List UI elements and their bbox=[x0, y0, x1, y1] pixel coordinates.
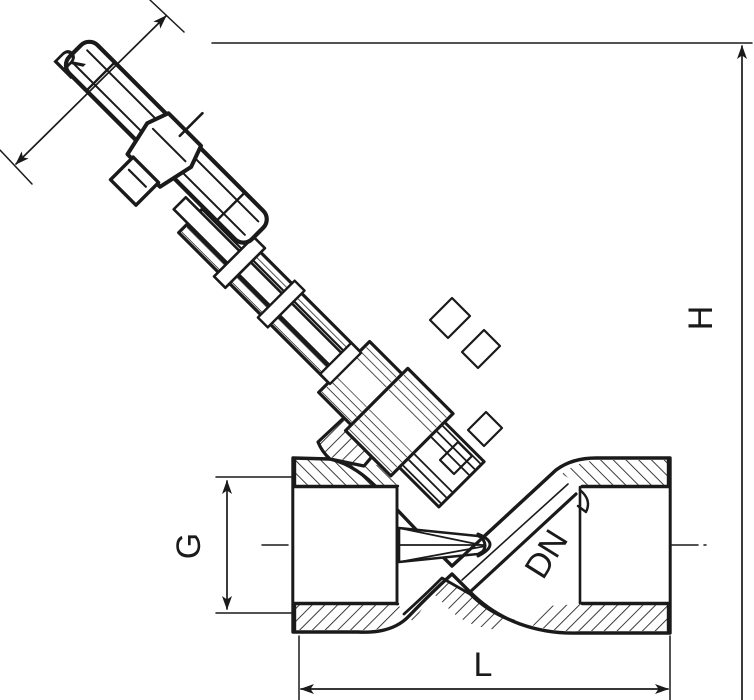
bonnet-thread-shank bbox=[397, 420, 486, 509]
inclined-seat-inner-line bbox=[461, 483, 569, 581]
stem-assembly bbox=[172, 195, 486, 509]
bonnet-hatch-bottom bbox=[348, 409, 413, 474]
left-socket-bore bbox=[291, 485, 399, 605]
bonnet-flange-detail bbox=[428, 296, 502, 370]
handle-set-screw bbox=[127, 168, 147, 188]
handle-end-cap-right bbox=[216, 192, 245, 221]
dimension-label-G: G bbox=[170, 533, 208, 559]
dim-arrow-R bbox=[15, 15, 167, 165]
lock-nut-detail bbox=[438, 410, 504, 476]
left-wall-hatch-bottom-edge bbox=[293, 602, 400, 632]
bonnet-hatch-top bbox=[386, 371, 451, 435]
right-wall-hatch-top-edge bbox=[580, 458, 670, 488]
left-wall-hatch-top-edge bbox=[293, 458, 400, 488]
stem-collar2 bbox=[256, 279, 306, 329]
right-wall-hatch-bottom-edge bbox=[580, 602, 670, 633]
dimension-label-L: L bbox=[474, 646, 493, 684]
gland-nut-hatch-bottom bbox=[321, 376, 367, 423]
seat-shoulder bbox=[576, 488, 590, 514]
handle-boss bbox=[108, 155, 161, 207]
body-throat-hatch bbox=[404, 578, 512, 630]
witness-r-low bbox=[0, 149, 33, 185]
left-wall-hatch-bottom bbox=[295, 604, 404, 631]
left-wall-hatch-top bbox=[295, 459, 398, 486]
right-wall-hatch-top bbox=[562, 460, 668, 486]
right-wall-hatch-bottom bbox=[528, 604, 668, 632]
inclined-seat-wall-lower bbox=[468, 492, 578, 594]
packing-ring bbox=[318, 341, 363, 386]
inclined-seat-wall-upper bbox=[450, 468, 558, 568]
dimension-arrows bbox=[15, 15, 747, 700]
gland-nut-hatch-top bbox=[354, 344, 400, 390]
bonnet-threads bbox=[402, 425, 481, 504]
right-socket-bore bbox=[578, 485, 672, 605]
body-throat-outline bbox=[402, 576, 516, 623]
valve-disc-tip bbox=[476, 532, 492, 558]
stem-collar bbox=[212, 235, 267, 290]
dimension-label-H: H bbox=[682, 306, 720, 331]
handle-pin bbox=[178, 111, 204, 138]
witness-r-high bbox=[149, 0, 185, 33]
